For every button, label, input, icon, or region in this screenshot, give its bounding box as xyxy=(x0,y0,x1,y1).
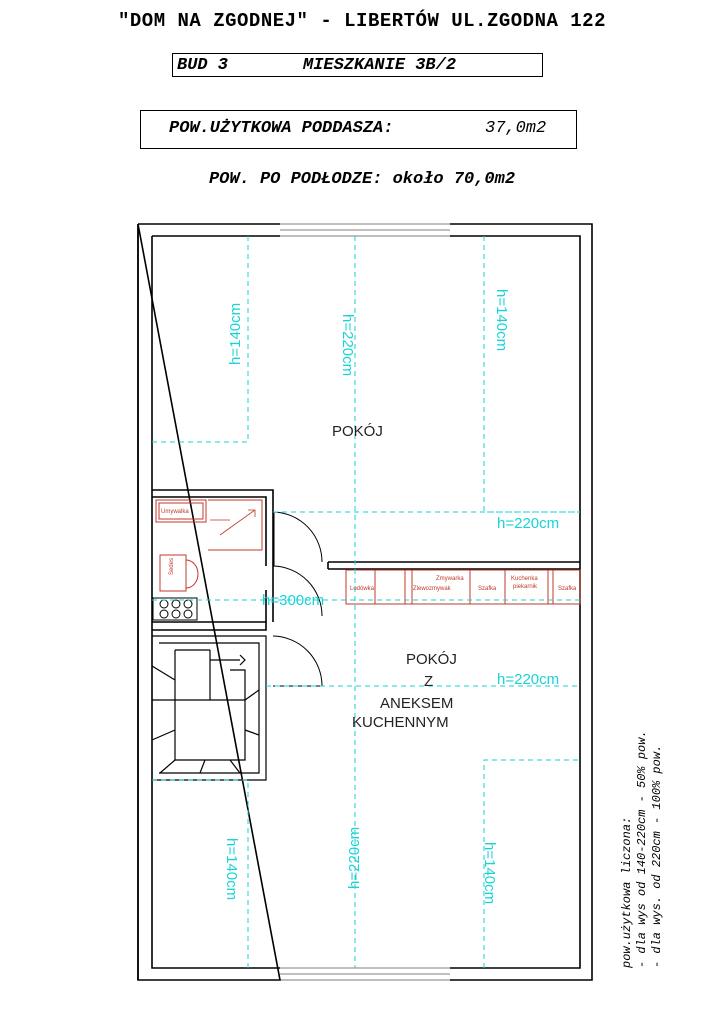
usable-area-box: POW.UŻYTKOWA PODDASZA: 37,0m2 xyxy=(140,110,577,149)
toilet-icon xyxy=(159,554,187,592)
floor-area-line: POW. PO PODŁODZE: około 70,0m2 xyxy=(208,170,516,189)
room-label-pokoj: POKÓJ xyxy=(332,423,383,440)
toilet-label: Sedes xyxy=(169,558,175,575)
building-label: BUD 3 xyxy=(177,56,229,75)
kitchen-cabinets xyxy=(345,569,581,605)
height-label-bottom-center: h=220cm xyxy=(346,827,363,889)
washbasin-icon xyxy=(155,499,207,523)
outer-walls xyxy=(137,223,593,981)
height-label-top-right: h=140cm xyxy=(493,289,510,351)
height-label-top-center: h=220cm xyxy=(339,314,356,376)
room-label-kuchennym: KUCHENNYM xyxy=(352,714,449,731)
bathroom-fixtures xyxy=(155,499,263,592)
usable-area-label: POW.UŻYTKOWA PODDASZA: xyxy=(169,119,394,138)
note-line-1: pow.użytkowa liczona: xyxy=(620,817,634,969)
room-label-pokoj-2: POKÓJ xyxy=(406,651,457,668)
sink-label: Zlewozmywak xyxy=(413,586,452,592)
height-label-top-left: h=140cm xyxy=(227,303,244,365)
height-label-room1: h=220cm xyxy=(497,515,559,532)
height-label-hall: h=300cm xyxy=(262,592,324,609)
bathroom-walls xyxy=(152,489,323,631)
dishwasher-label: Zmywarka xyxy=(436,576,464,582)
staircase xyxy=(151,635,267,781)
apartment-label: MIESZKANIE 3B/2 xyxy=(303,56,457,75)
usable-area-value: 37,0m2 xyxy=(485,119,547,138)
note-line-2: - dla wys od 140-220cm - 50% pow. xyxy=(635,730,649,968)
room-label-aneksem: ANEKSEM xyxy=(380,695,453,712)
apartment-box: BUD 3 MIESZKANIE 3B/2 xyxy=(172,53,543,77)
plan-title: "DOM NA ZGODNEJ" - LIBERTÓW UL.ZGODNA 12… xyxy=(118,10,606,32)
height-label-room2: h=220cm xyxy=(497,671,559,688)
cabinet-label-1: Szafka xyxy=(478,586,497,592)
cooktop-icon xyxy=(152,597,198,621)
cabinet-label-2: Szafka xyxy=(558,586,577,592)
kitchen-wall xyxy=(327,561,580,570)
cooker-label: Kuchenka xyxy=(511,576,538,582)
fridge-label: Lodówka xyxy=(350,586,375,592)
height-label-bottom-right: h=140cm xyxy=(481,842,498,904)
height-label-bottom-left: h=140cm xyxy=(223,838,240,900)
room-label-z: Z xyxy=(424,673,433,690)
height-lines xyxy=(152,236,580,968)
entrance-door xyxy=(272,565,323,687)
washbasin-label: Umywalka xyxy=(161,509,189,515)
oven-label: piekarnik xyxy=(513,584,538,590)
note-line-3: - dla wys. od 220cm - 100% pow. xyxy=(650,745,664,968)
